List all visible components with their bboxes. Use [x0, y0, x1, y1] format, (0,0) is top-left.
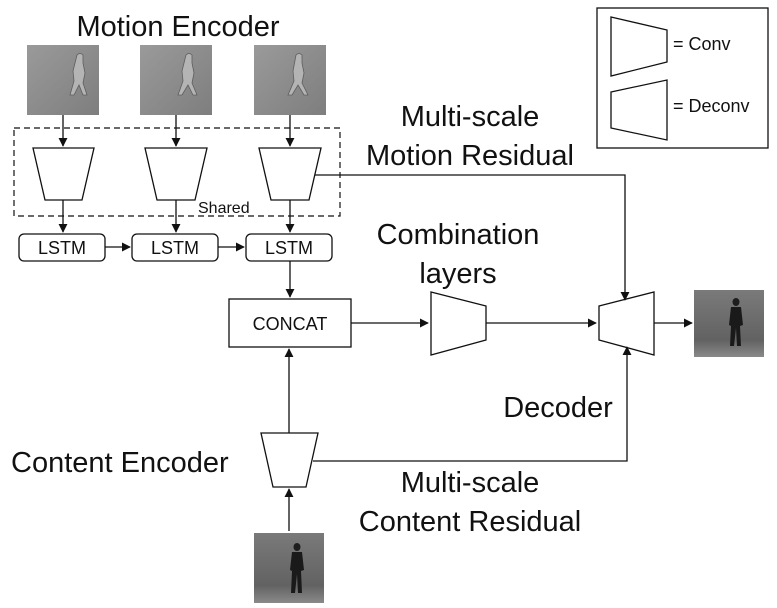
- svg-text:LSTM: LSTM: [151, 238, 199, 258]
- combination-label-line2: layers: [419, 258, 496, 290]
- combination-layers-block: [430, 291, 487, 356]
- legend-deconv-label: = Deconv: [673, 96, 750, 116]
- motion-frame-3: [254, 45, 326, 115]
- lstm-2: LSTM: [131, 233, 219, 262]
- content-encoder-label: Content Encoder: [11, 447, 229, 479]
- content-residual-label-line2: Content Residual: [359, 506, 581, 538]
- output-frame: [694, 290, 764, 357]
- decoder-block: [598, 291, 655, 356]
- motion-frame-2: [140, 45, 212, 115]
- concat-block: CONCAT: [228, 298, 352, 348]
- svg-text:CONCAT: CONCAT: [253, 314, 328, 334]
- shared-label: Shared: [198, 200, 250, 217]
- motion-encoder-label: Motion Encoder: [76, 11, 279, 43]
- content-input-frame: [254, 533, 324, 603]
- legend: = Conv = Deconv: [596, 7, 769, 149]
- lstm-3: LSTM: [245, 233, 333, 262]
- legend-conv-label: = Conv: [673, 34, 731, 54]
- decoder-label: Decoder: [503, 392, 613, 424]
- motion-conv-2: [144, 147, 208, 201]
- shared-weights-box: [13, 127, 341, 217]
- content-residual-label-line1: Multi-scale: [401, 467, 540, 499]
- content-residual-connection: [313, 346, 632, 462]
- motion-residual-connection: [315, 174, 630, 301]
- motion-conv-3: [258, 147, 322, 201]
- motion-residual-label-line2: Motion Residual: [366, 140, 574, 172]
- content-conv-block: [260, 432, 319, 488]
- lstm-1: LSTM: [18, 233, 106, 262]
- motion-frame-1: [27, 45, 99, 115]
- motion-residual-label-line1: Multi-scale: [401, 101, 540, 133]
- svg-text:LSTM: LSTM: [38, 238, 86, 258]
- motion-conv-1: [32, 147, 95, 201]
- combination-label-line1: Combination: [377, 219, 540, 251]
- svg-text:LSTM: LSTM: [265, 238, 313, 258]
- legend-conv-icon: [610, 16, 668, 77]
- legend-deconv-icon: [610, 79, 668, 141]
